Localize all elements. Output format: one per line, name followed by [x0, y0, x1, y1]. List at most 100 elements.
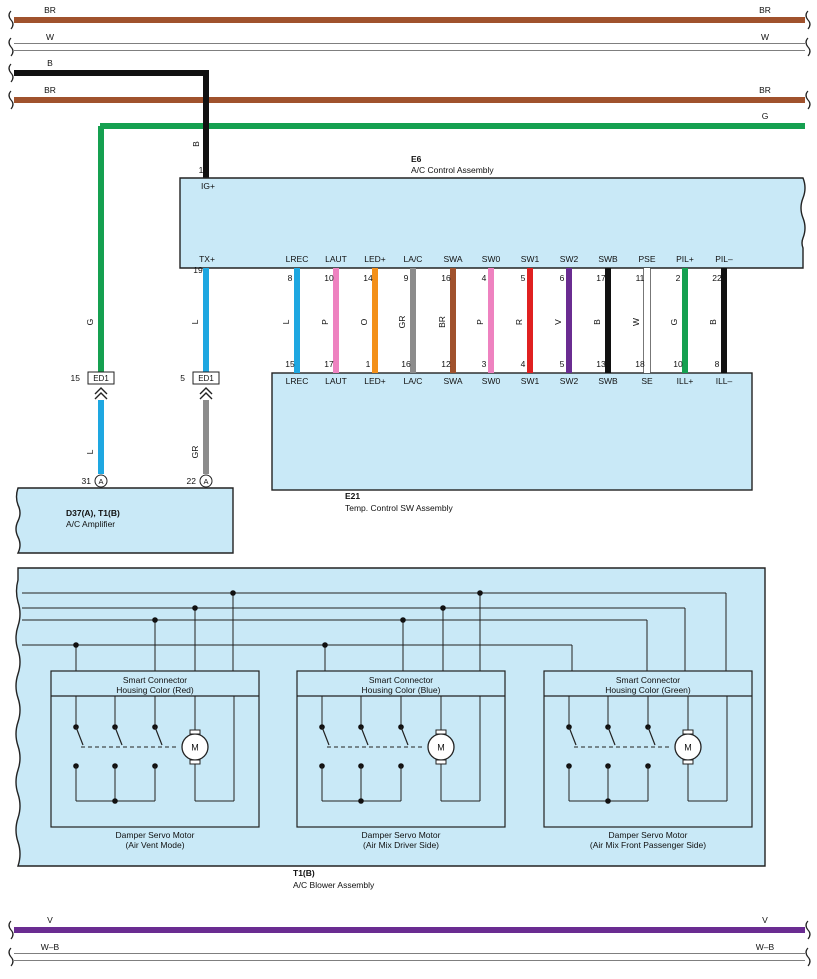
e6-pin-label-11: PIL–: [715, 254, 733, 264]
e21-pin-label-7: SW2: [560, 376, 579, 386]
amp-conn-letter-0: A: [98, 477, 103, 486]
bus-code-right-2: BR: [759, 85, 771, 95]
e21-pin-label-6: SW1: [521, 376, 540, 386]
harness-wire-code-6: R: [514, 319, 524, 325]
bus-code-right-5: W–B: [756, 942, 775, 952]
blower-junction-9: [73, 642, 79, 648]
e21-pin-number-11: 8: [715, 359, 720, 369]
amp-link-upper-code-0: G: [85, 319, 95, 326]
bus-code-left-1: W: [46, 32, 54, 42]
servo-name-0: Damper Servo Motor: [116, 830, 195, 840]
e6-pin-label-7: SW2: [560, 254, 579, 264]
harness-wire-code-3: GR: [397, 316, 407, 329]
ed1-connector-box-0: [87, 371, 115, 385]
e6-pin-label-10: PIL+: [676, 254, 694, 264]
e6-pin-number-3: 9: [404, 273, 409, 283]
e21-pin-number-0: 15: [285, 359, 295, 369]
harness-wire-code-8: B: [592, 319, 602, 325]
blower-junction-10: [322, 642, 328, 648]
ed1-chevron-1: [199, 387, 213, 400]
harness-wire-code-4: BR: [437, 316, 447, 328]
bus-code-right-0: BR: [759, 5, 771, 15]
servo-subtitle-1: (Air Mix Driver Side): [363, 840, 439, 850]
e21-title: Temp. Control SW Assembly: [345, 503, 453, 513]
e21-pin-label-2: LED+: [364, 376, 386, 386]
e6-pin-label-0: LREC: [286, 254, 309, 264]
e21-pin-label-3: LA/C: [404, 376, 423, 386]
ed1-connector-label-0: ED1: [93, 374, 109, 383]
amp-link-lower-code-0: L: [85, 449, 95, 454]
e6-pin-label-9: PSE: [638, 254, 655, 264]
servo-common-junction-2: [605, 798, 611, 804]
harness-wire-code-1: P: [320, 319, 330, 325]
servo-motor-brush-bottom-2: [682, 759, 694, 765]
bus-code-right-1: W: [761, 32, 769, 42]
e21-pin-label-10: ILL+: [677, 376, 694, 386]
harness-wire-code-5: P: [475, 319, 485, 325]
amp-pin-number-0: 31: [82, 476, 92, 486]
harness-wire-code-2: O: [359, 318, 369, 325]
blower-junction-7: [400, 617, 406, 623]
bus-code-left-2: BR: [44, 85, 56, 95]
servo-motor-brush-top-1: [435, 729, 447, 735]
servo-subtitle-0: (Air Vent Mode): [125, 840, 184, 850]
e6-igplus-label: IG+: [201, 181, 215, 191]
e21-pin-number-10: 10: [673, 359, 683, 369]
amp-conn-circle-1: [199, 474, 213, 488]
e6-title: A/C Control Assembly: [411, 165, 494, 175]
bus-break-right-2: [805, 90, 811, 110]
servo-switch-blade-1-0: [321, 726, 330, 746]
e21-pin-label-9: SE: [641, 376, 653, 386]
bus-code-left-4: V: [47, 915, 53, 925]
e21-pin-number-6: 4: [521, 359, 526, 369]
e6-pin-label-6: SW1: [521, 254, 540, 264]
servo-switch-blade-2-0: [568, 726, 577, 746]
servo-name-1: Damper Servo Motor: [362, 830, 441, 840]
e21-pin-number-5: 3: [482, 359, 487, 369]
e6-pin-number-9: 11: [636, 273, 645, 283]
amplifier-box: [15, 487, 234, 554]
bus-break-right-4: [805, 920, 811, 940]
bus-break-left-0: [8, 10, 14, 30]
harness-wire-code-9: W: [631, 318, 641, 326]
servo-motor-symbol-0: M: [191, 743, 199, 753]
e6-pin-label-5: SW0: [482, 254, 501, 264]
ed1-pin-number-1: 5: [180, 373, 185, 383]
e21-pin-label-0: LREC: [286, 376, 309, 386]
bus-break-left-2: [8, 90, 14, 110]
e6-pin-number-1: 10: [324, 273, 334, 283]
bus-code-right-4: V: [762, 915, 768, 925]
e6-tx-pin-number: 19: [193, 265, 203, 275]
servo-motor-symbol-1: M: [437, 743, 445, 753]
blower-junction-3: [192, 605, 198, 611]
e21-pin-number-7: 5: [560, 359, 565, 369]
e6-pin-number-2: 14: [363, 273, 373, 283]
e21-pin-number-1: 17: [324, 359, 334, 369]
e21-pin-number-3: 16: [401, 359, 411, 369]
e21-pin-label-1: LAUT: [325, 376, 347, 386]
e21-pin-number-8: 13: [596, 359, 606, 369]
e6-pin-label-3: LA/C: [404, 254, 423, 264]
e21-pin-number-4: 12: [441, 359, 451, 369]
amplifier-id: D37(A), T1(B): [66, 508, 120, 518]
servo-common-junction-0: [112, 798, 118, 804]
e6-pin-label-4: SWA: [443, 254, 462, 264]
e21-pin-label-4: SWA: [443, 376, 462, 386]
blower-junction-1: [477, 590, 483, 596]
harness-wire-code-10: G: [669, 319, 679, 326]
amp-link-upper-code-1: L: [190, 319, 200, 324]
ig-wire-code-side: B: [191, 141, 201, 147]
e6-pin-number-0: 8: [288, 273, 293, 283]
amp-link-lower-code-1: GR: [190, 446, 200, 459]
bus-break-right-1: [805, 37, 811, 57]
bus-code-left-5: W–B: [41, 942, 60, 952]
bus-break-left-5: [8, 947, 14, 967]
servo-switch-blade-1-2: [400, 726, 409, 746]
servo-common-junction-1: [358, 798, 364, 804]
servo-connector-color-1: Housing Color (Blue): [362, 685, 441, 695]
amp-conn-letter-1: A: [203, 477, 208, 486]
e6-pin-number-8: 17: [596, 273, 606, 283]
e6-pin-label-8: SWB: [598, 254, 618, 264]
ed1-pin-number-0: 15: [71, 373, 81, 383]
amp-conn-circle-0: [94, 474, 108, 488]
